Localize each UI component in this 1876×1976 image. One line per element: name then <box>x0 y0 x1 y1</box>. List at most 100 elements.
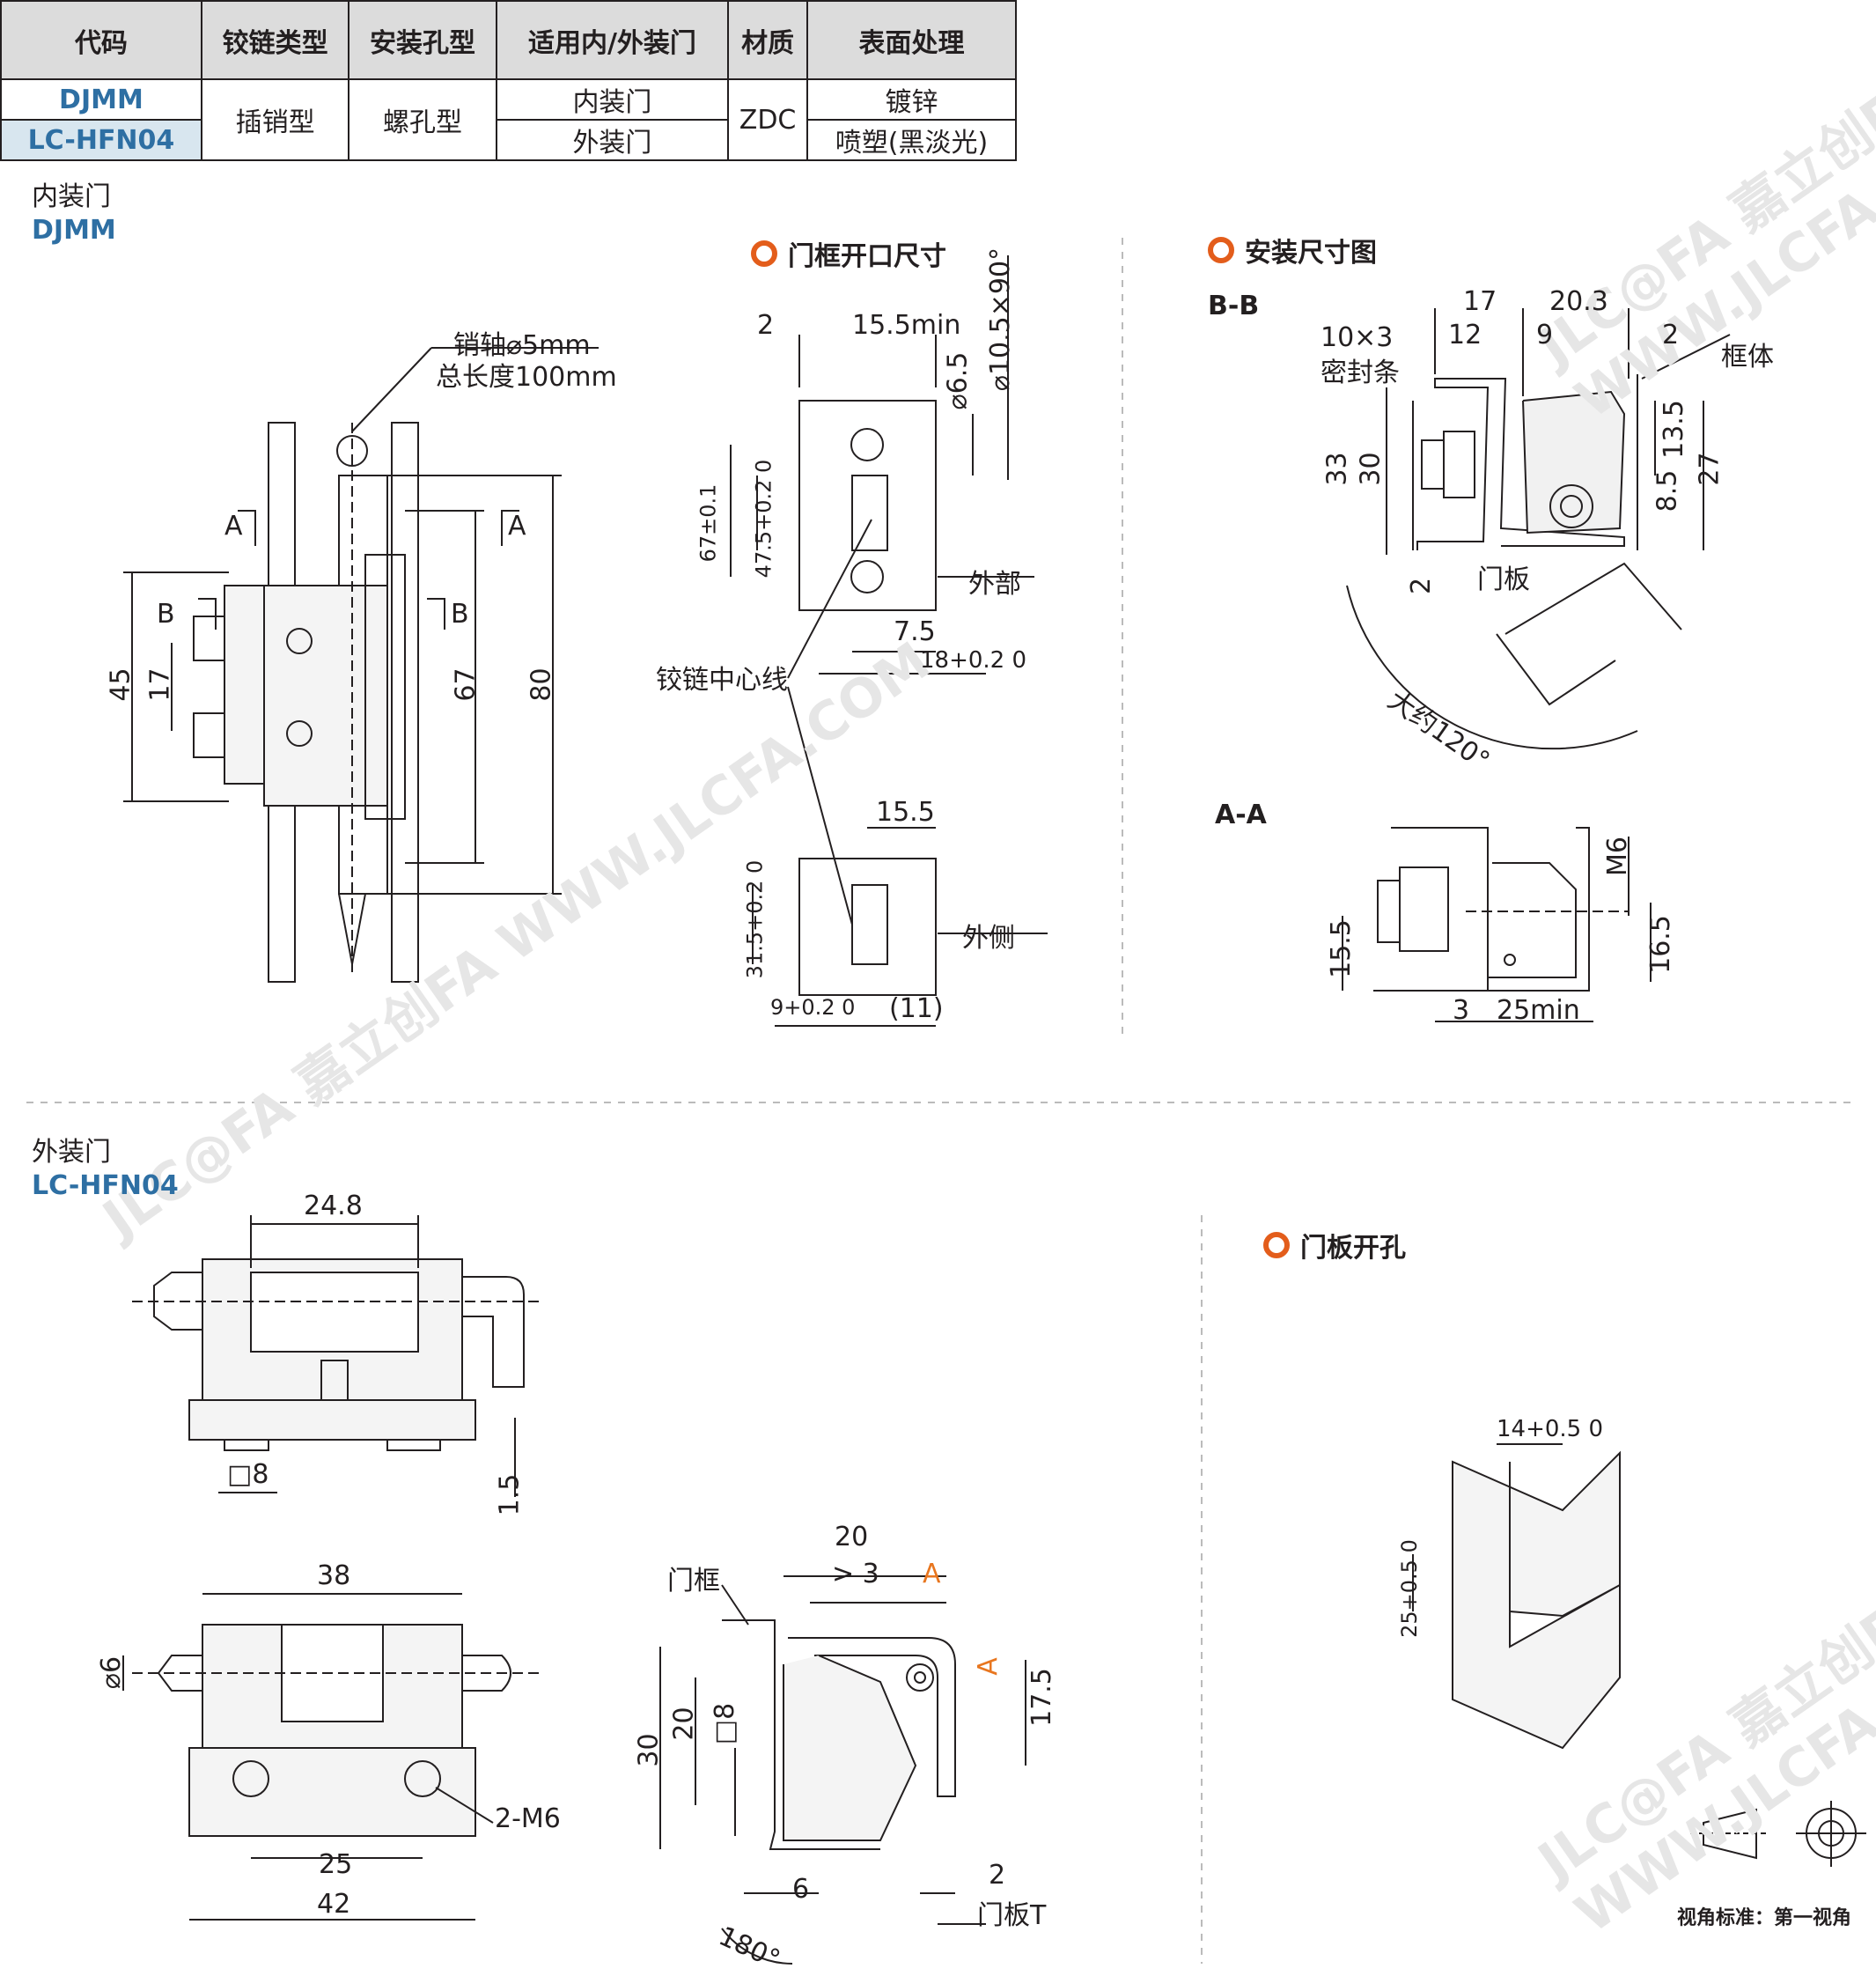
inst-dim-3: 3 <box>1453 995 1470 1026</box>
fo-outside: 外部 <box>968 569 1021 600</box>
cut-dim-14: 14+0.5 0 <box>1497 1416 1604 1442</box>
circle-bullet-icon <box>1208 237 1234 263</box>
label-b-left: B <box>157 599 175 630</box>
inst-dim-8-5: 8.5 <box>1652 469 1683 512</box>
os-dim-30: 30 <box>633 1733 665 1767</box>
col-finish: 表面处理 <box>806 0 1017 80</box>
fo-outer: 外侧 <box>962 923 1015 954</box>
inst-dim-2b: 2 <box>1406 577 1438 595</box>
os-sq8: □8 <box>710 1702 741 1745</box>
outer-top-drawing <box>132 1215 541 1497</box>
inst-dim-13-5: 13.5 <box>1658 400 1689 459</box>
od-dim-42: 42 <box>317 1889 351 1920</box>
projection-standard: 视角标准：第一视角 <box>1677 1907 1852 1929</box>
label-a-right: A <box>508 511 526 542</box>
cutout-drawing <box>1412 1443 1621 1750</box>
inst-dim-33: 33 <box>1321 452 1353 486</box>
dim-80: 80 <box>526 667 557 702</box>
frame-opening-heading: 门框开口尺寸 <box>751 234 946 273</box>
fo-dim-18: 18+0.2 0 <box>920 647 1027 674</box>
inst-dim-25min: 25min <box>1497 995 1580 1026</box>
frame-label: 框体 <box>1721 342 1774 372</box>
os-dim-17-5: 17.5 <box>1026 1668 1057 1727</box>
install-aa-drawing <box>1342 827 1652 1022</box>
dim-17: 17 <box>144 667 176 702</box>
os-dim-20b: 20 <box>668 1707 700 1741</box>
cell-finish: 镀锌 <box>806 78 1017 121</box>
door-panel-label: 门板 <box>1477 564 1530 595</box>
inst-dim-17: 17 <box>1463 286 1497 317</box>
inst-m6: M6 <box>1601 837 1633 876</box>
os-dim-3: > 3 <box>832 1559 879 1589</box>
fo-dim-67: 67±0.1 <box>695 483 721 563</box>
od-dim-1-5: 1.5 <box>494 1473 526 1516</box>
cell-hole: 螺孔型 <box>348 78 497 161</box>
os-label-a-side: A <box>972 1657 1004 1676</box>
section-bb: B-B <box>1208 291 1260 321</box>
length-note: 总长度100mm <box>436 362 617 393</box>
inst-dim-15-5: 15.5 <box>1325 919 1357 978</box>
fo-dim-47-5: 47.5+0.2 0 <box>751 459 776 579</box>
fo-dim-phi6-5: ⌀6.5 <box>942 351 974 410</box>
fo-center-line: 铰链中心线 <box>656 665 788 696</box>
cell-door: 内装门 <box>495 78 730 121</box>
od-phi6: ⌀6 <box>96 1655 128 1690</box>
od-dim-25: 25 <box>319 1849 353 1880</box>
inst-dim-16-5: 16.5 <box>1644 915 1676 974</box>
circle-bullet-icon <box>751 240 777 267</box>
cell-type: 插销型 <box>200 78 350 161</box>
table-row: LC-HFN04 外装门 喷塑(黑淡光) <box>0 119 1017 161</box>
od-dim-24-8: 24.8 <box>304 1191 363 1221</box>
os-frame-label: 门框 <box>667 1566 720 1596</box>
inst-dim-30: 30 <box>1355 452 1387 486</box>
spec-table: 代码 铰链类型 安装孔型 适用内/外装门 材质 表面处理 DJMM 插销型 螺孔… <box>0 0 1017 161</box>
os-dim-20: 20 <box>835 1522 869 1552</box>
col-hole: 安装孔型 <box>348 0 497 80</box>
label-b-right: B <box>451 599 469 630</box>
fo-dim-7-5: 7.5 <box>894 616 936 647</box>
circle-bullet-icon <box>1263 1232 1290 1258</box>
label-a-left: A <box>224 511 243 542</box>
os-dim-6: 6 <box>792 1874 810 1905</box>
od-dim-38: 38 <box>317 1560 351 1591</box>
os-dim-2: 2 <box>989 1860 1006 1891</box>
col-code: 代码 <box>0 0 202 80</box>
fo-dim-phi10-5: ⌀10.5×90° <box>985 247 1017 392</box>
cutout-heading: 门板开孔 <box>1263 1226 1406 1264</box>
cell-finish: 喷塑(黑淡光) <box>806 119 1017 161</box>
cell-door: 外装门 <box>495 119 730 161</box>
inst-dim-12: 12 <box>1448 320 1482 350</box>
cell-code: LC-HFN04 <box>0 119 202 161</box>
fo-dim-31-5: 31.5+0.2 0 <box>742 859 768 979</box>
os-label-a-top: A <box>923 1559 941 1589</box>
outer-bottom-drawing <box>122 1593 541 1921</box>
dim-45: 45 <box>105 667 136 702</box>
col-material: 材质 <box>727 0 809 80</box>
seal-label: 密封条 <box>1321 358 1400 388</box>
fo-dim-11: (11) <box>889 993 944 1024</box>
cut-dim-25: 25+0.5 0 <box>1396 1539 1422 1638</box>
od-sq8: □8 <box>227 1459 269 1490</box>
fo-dim-15-5: 15.5 <box>876 797 935 828</box>
pin-note: 销轴⌀5mm <box>453 330 591 361</box>
col-door: 适用内/外装门 <box>495 0 730 80</box>
col-type: 铰链类型 <box>200 0 350 80</box>
inst-dim-2: 2 <box>1662 320 1680 350</box>
fo-dim-2: 2 <box>757 310 775 341</box>
table-row: DJMM 插销型 螺孔型 内装门 ZDC 镀锌 <box>0 78 1017 161</box>
frame-opening-drawing <box>730 255 1048 1027</box>
inner-section-title: 内装门 DJMM <box>32 181 116 246</box>
od-2-m6: 2-M6 <box>495 1803 561 1834</box>
dim-67: 67 <box>450 667 482 702</box>
fo-dim-9: 9+0.2 0 <box>770 995 856 1020</box>
inst-dim-9: 9 <box>1536 320 1554 350</box>
outer-side-drawing <box>659 1575 1026 1965</box>
seal-size: 10×3 <box>1321 322 1394 353</box>
projection-symbol <box>1690 1801 1866 1867</box>
install-heading: 安装尺寸图 <box>1208 231 1377 269</box>
cell-code: DJMM <box>0 78 202 121</box>
install-bb-drawing <box>1346 308 1731 750</box>
inst-dim-20-3: 20.3 <box>1549 286 1608 317</box>
inner-hinge-drawing <box>123 347 599 983</box>
